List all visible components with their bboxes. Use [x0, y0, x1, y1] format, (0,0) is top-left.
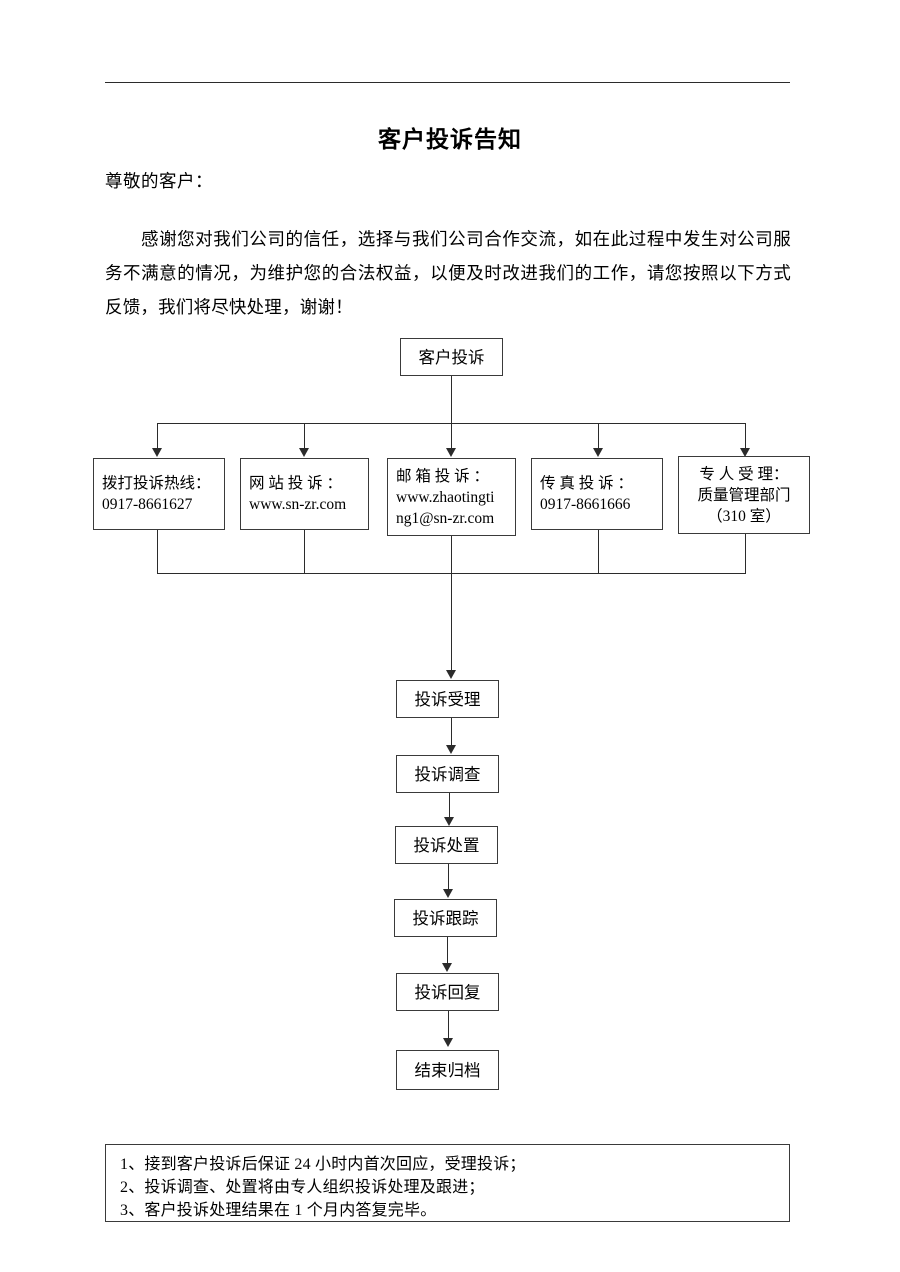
page-title: 客户投诉告知	[378, 127, 522, 153]
channel-hotline-line1: 拨打投诉热线：	[102, 475, 211, 492]
arrow-branch-5	[740, 448, 750, 457]
flow-node-step-archive: 结束归档	[396, 1050, 499, 1090]
header-rule	[105, 82, 790, 83]
flow-node-step-reply: 投诉回复	[396, 973, 499, 1011]
connector-branch-2	[304, 423, 305, 449]
connector-branch-1	[157, 423, 158, 449]
flow-node-channel-website: 网 站 投 诉 ： www.sn-zr.com	[240, 458, 369, 530]
arrow-step4-step5	[442, 963, 452, 972]
connector-branch-3	[451, 423, 452, 449]
connector-start-down	[451, 376, 452, 423]
channel-fax-line1: 传 真 投 诉 ：	[540, 475, 634, 492]
arrow-branch-2	[299, 448, 309, 457]
body-paragraph: 感谢您对我们公司的信任，选择与我们公司合作交流，如在此过程中发生对公司服务不满意…	[105, 229, 791, 317]
step-accept-label: 投诉受理	[414, 689, 481, 709]
connector-merge-drop-1	[157, 530, 158, 574]
arrow-branch-4	[593, 448, 603, 457]
note-item-3: 3、客户投诉处理结果在 1 个月内答复完毕。	[120, 1202, 437, 1219]
step-archive-label: 结束归档	[414, 1060, 481, 1080]
connector-merge-to-step1	[451, 573, 452, 671]
step-investigate-label: 投诉调查	[414, 764, 481, 784]
flow-node-step-track: 投诉跟踪	[394, 899, 497, 937]
channel-dedicated-line2: 质量管理部门	[697, 486, 791, 504]
note-item-1: 1、接到客户投诉后保证 24 小时内首次回应，受理投诉；	[120, 1156, 526, 1173]
connector-step4-step5	[447, 937, 448, 964]
connector-branch-5	[745, 423, 746, 449]
arrow-step2-step3	[444, 817, 454, 826]
flow-node-step-accept: 投诉受理	[396, 680, 499, 718]
connector-merge-drop-2	[304, 530, 305, 574]
flow-node-channel-hotline: 拨打投诉热线： 0917-8661627	[93, 458, 225, 530]
connector-step5-step6	[448, 1011, 449, 1039]
note-item-2: 2、投诉调查、处置将由专人组织投诉处理及跟进；	[120, 1179, 485, 1196]
connector-step1-step2	[451, 718, 452, 746]
flow-node-start: 客户投诉	[400, 338, 503, 376]
connector-merge-drop-4	[598, 530, 599, 574]
flow-node-step-handle: 投诉处置	[395, 826, 498, 864]
flow-node-channel-email: 邮 箱 投 诉 ： www.zhaotingti ng1@sn-zr.com	[387, 458, 516, 536]
step-track-label: 投诉跟踪	[412, 908, 479, 928]
connector-step2-step3	[449, 793, 450, 818]
step-handle-label: 投诉处置	[413, 835, 480, 855]
channel-email-line2: www.zhaotingti	[396, 488, 495, 506]
connector-step3-step4	[448, 864, 449, 890]
channel-email-line3: ng1@sn-zr.com	[396, 509, 495, 527]
salutation: 尊敬的客户：	[105, 171, 213, 191]
arrow-branch-3	[446, 448, 456, 457]
flow-node-channel-fax: 传 真 投 诉 ： 0917-8661666	[531, 458, 663, 530]
channel-hotline-line2: 0917-8661627	[102, 496, 193, 513]
notes-box: 1、接到客户投诉后保证 24 小时内首次回应，受理投诉； 2、投诉调查、处置将由…	[105, 1144, 790, 1222]
flow-node-channel-dedicated: 专 人 受 理： 质量管理部门 （310 室）	[678, 456, 810, 534]
step-reply-label: 投诉回复	[414, 982, 481, 1002]
channel-email-line1: 邮 箱 投 诉 ：	[396, 467, 490, 485]
connector-branch-4	[598, 423, 599, 449]
channel-dedicated-line3: （310 室）	[707, 507, 781, 525]
channel-fax-line2: 0917-8661666	[540, 496, 631, 513]
arrow-step1-step2	[446, 745, 456, 754]
arrow-step5-step6	[443, 1038, 453, 1047]
channel-website-line2: www.sn-zr.com	[249, 496, 347, 513]
connector-merge-drop-5	[745, 534, 746, 574]
arrow-to-step1	[446, 670, 456, 679]
channel-website-line1: 网 站 投 诉 ：	[249, 475, 343, 492]
arrow-step3-step4	[443, 889, 453, 898]
channel-dedicated-line1: 专 人 受 理：	[699, 465, 789, 483]
arrow-branch-1	[152, 448, 162, 457]
flow-node-step-investigate: 投诉调查	[396, 755, 499, 793]
connector-merge-drop-3	[451, 536, 452, 574]
flow-node-start-label: 客户投诉	[418, 347, 485, 367]
